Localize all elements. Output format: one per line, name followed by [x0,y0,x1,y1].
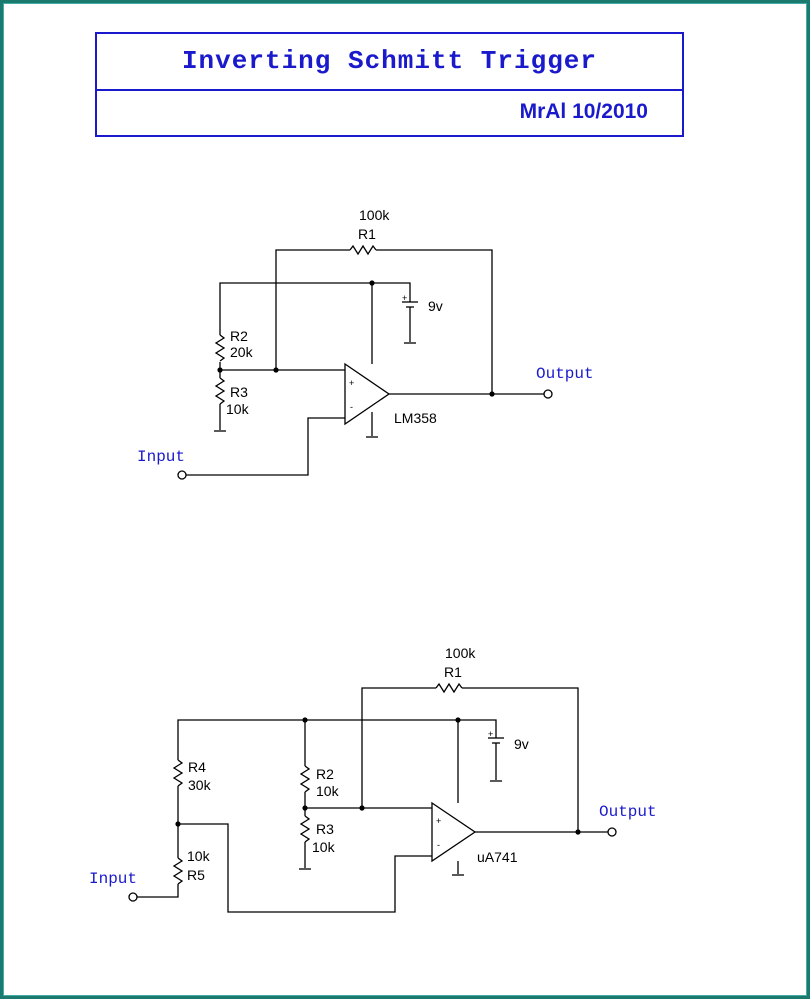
r3-value: 10k [312,839,336,855]
output-terminal [607,827,617,837]
title-divider [97,89,682,91]
output-terminal [543,389,553,399]
resistor-r1 [435,683,463,693]
r5-value: 10k [187,848,211,864]
junction-dots [217,280,495,397]
r5-name: R5 [187,867,205,883]
opamp-plus-pin: + [349,378,354,388]
feedback-wire [275,249,493,394]
resistor-r4 [173,759,183,787]
ua741-circuit: 100k R1 R2 10k R3 10k R4 30k 10k R5 + 9v… [89,645,657,913]
r2-name: R2 [316,766,334,782]
supply-rail [219,282,411,335]
input-label: Input [89,870,137,888]
resistor-r5 [173,857,183,885]
battery-9v [402,301,418,316]
r3-name: R3 [316,821,334,837]
r1-name: R1 [358,226,376,242]
r2-name: R2 [230,328,248,344]
opamp-triangle [431,801,477,863]
input-terminal [177,470,187,480]
opamp-part: uA741 [477,849,518,865]
input-wire [186,417,345,476]
input-terminal [128,892,138,902]
resistor-r2 [300,765,310,793]
r4-name: R4 [188,759,206,775]
opamp-plus-pin: + [436,816,441,826]
title-block: Inverting Schmitt Trigger MrAl 10/2010 [95,32,684,137]
lm358-circuit: 100k R1 R2 20k R3 10k + 9v + - LM358 Inp… [137,207,594,480]
battery-9v [488,737,504,752]
r3-value: 10k [226,401,250,417]
output-label: Output [536,365,594,383]
battery-value: 9v [514,736,529,752]
resistor-r3 [215,377,225,405]
battery-value: 9v [428,298,443,314]
battery-plus-sign: + [402,293,407,303]
opamp-part: LM358 [394,410,437,426]
r3-name: R3 [230,384,248,400]
supply-rail [177,719,497,760]
battery-plus-sign: + [488,729,493,739]
output-label: Output [599,803,657,821]
author-date: MrAl 10/2010 [519,100,648,123]
input-wire [137,884,179,898]
resistor-r2 [215,334,225,362]
opamp-triangle [344,362,391,426]
resistor-r1 [349,245,377,255]
resistor-r3 [300,815,310,843]
r1-name: R1 [444,664,462,680]
junction-dots [175,717,581,835]
r4-value: 30k [188,777,212,793]
opamp-minus-pin: - [437,840,440,850]
inverting-path-wire [178,823,432,913]
feedback-wire [361,687,579,832]
noninverting-wire [219,362,345,371]
opamp-minus-pin: - [350,402,353,412]
r1-value: 100k [359,207,390,223]
diagram-title: Inverting Schmitt Trigger [181,46,598,76]
r1-value: 100k [445,645,476,661]
input-label: Input [137,448,185,466]
r2-value: 10k [316,783,340,799]
r2-value: 20k [230,344,254,360]
